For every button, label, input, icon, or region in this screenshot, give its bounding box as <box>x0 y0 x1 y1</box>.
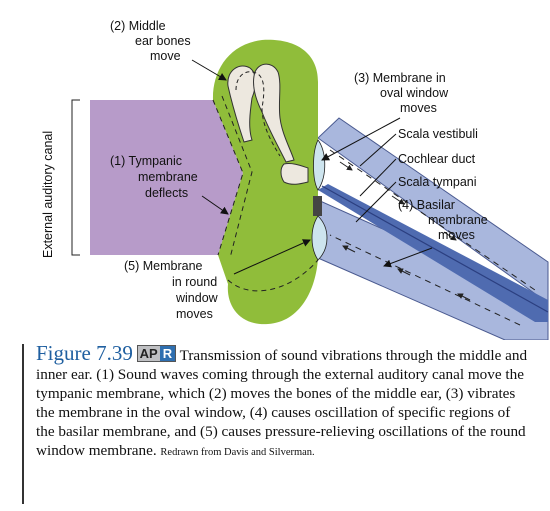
tympani-flow-path <box>329 234 521 326</box>
leader-cochlear-duct <box>359 158 397 197</box>
label-oval-window: (3) Membrane in oval window moves <box>354 71 452 115</box>
label-middle-ear-bones: (2) Middle ear bones move <box>110 19 194 63</box>
tympanic-membrane <box>212 99 244 256</box>
apr-badge-r: R <box>159 346 176 361</box>
stapes-bone <box>280 163 309 185</box>
caption-text: Transmission of sound vibrations through… <box>36 347 528 459</box>
cochlea-upper-chamber <box>317 117 549 304</box>
caption-credit: Redrawn from Davis and Silverman. <box>160 447 315 458</box>
flow-arrow-1 <box>339 161 353 171</box>
caption-rule <box>22 344 24 504</box>
leader-round-window <box>233 239 311 275</box>
cochlear-duct-line <box>321 185 549 313</box>
side-label: External auditory canal <box>41 131 55 258</box>
flow-arrow-2 <box>391 195 405 205</box>
flow-arrow-6 <box>342 245 356 253</box>
ear-diagram: External auditory canal (2) Middle ear b… <box>41 19 549 340</box>
bone-motion-outline <box>235 71 281 157</box>
oval-window-membrane <box>313 139 326 191</box>
leader-scala-vestibuli <box>359 133 397 167</box>
basilar-membrane-band <box>318 184 548 322</box>
tympanic-membrane-displaced <box>221 95 253 259</box>
label-scala-vestibuli: Scala vestibuli <box>398 127 478 141</box>
leader-basilar-membrane <box>383 247 433 268</box>
external-auditory-canal <box>90 100 243 255</box>
flow-arrow-3 <box>443 231 457 241</box>
figure-label: Figure 7.39 <box>36 341 133 365</box>
leader-oval-window <box>321 117 401 161</box>
label-scala-tympani: Scala tympani <box>398 175 477 189</box>
vestibuli-flow-path <box>329 149 536 291</box>
leader-scala-tympani <box>355 181 397 223</box>
round-window-frame <box>313 196 322 216</box>
label-cochlear-duct: Cochlear duct <box>398 152 476 166</box>
label-tympanic-membrane: (1) Tympanic membrane deflects <box>110 154 201 200</box>
leader-tympanic-membrane <box>201 195 229 215</box>
apr-badge-ap: AP <box>137 346 160 361</box>
label-basilar-membrane: (4) Basilar membrane moves <box>398 198 491 242</box>
flow-arrow-5 <box>397 268 411 276</box>
round-window-dashed-path <box>227 259 319 292</box>
leader-middle-ear-bones <box>191 59 227 81</box>
malleus-bone <box>227 65 256 143</box>
flow-arrow-4 <box>457 293 471 301</box>
canal-bracket <box>71 99 80 256</box>
label-round-window: (5) Membrane in round window moves <box>124 259 221 321</box>
